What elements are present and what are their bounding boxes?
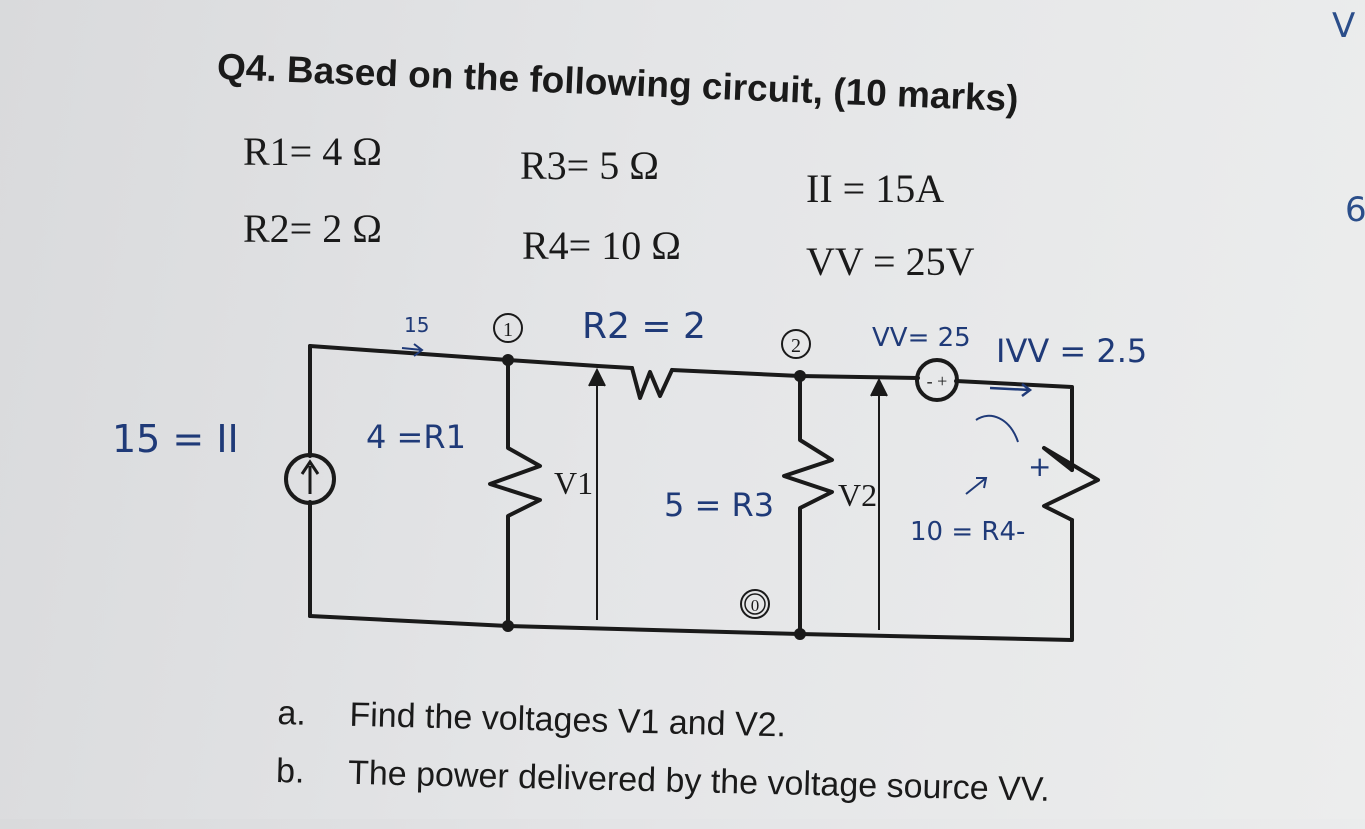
node-2-label: 2 xyxy=(791,335,801,357)
given-r4: R4= 10 Ω xyxy=(522,223,681,268)
voltage-source-sign: - + xyxy=(927,371,948,391)
part-b-letter: b. xyxy=(275,751,305,791)
top-wire-right xyxy=(954,379,1074,472)
handwritten-current-arrow xyxy=(401,343,424,357)
r4-wire xyxy=(1042,446,1100,522)
node-0-inner-circle xyxy=(744,593,766,615)
handwritten-curve-mark xyxy=(975,414,1019,443)
node-dot-bottom-1 xyxy=(502,620,514,632)
node-dot-1 xyxy=(502,354,514,366)
handwritten-ivv-arrow xyxy=(989,383,1033,397)
given-vv: VV = 25V xyxy=(806,239,975,284)
handwritten-r2-note: R2 = 2 xyxy=(582,306,706,347)
v1-label: V1 xyxy=(554,465,593,501)
top-wire-left xyxy=(308,344,634,370)
given-r1: R1= 4 Ω xyxy=(243,129,382,174)
node-1-circle xyxy=(493,313,523,343)
part-a-letter: a. xyxy=(277,694,307,733)
given-r3: R3= 5 Ω xyxy=(520,143,659,188)
v1-arrow xyxy=(588,367,606,620)
margin-note-6: 6 xyxy=(1345,190,1365,230)
handwritten-current-15: 15 xyxy=(404,313,429,337)
r2-resistor xyxy=(630,366,674,400)
voltage-source-symbol xyxy=(915,358,959,402)
handwritten-r4-note: 10 = R4- xyxy=(910,517,1025,547)
handwritten-plus-sign: + xyxy=(1028,450,1051,483)
given-r2: R2= 2 Ω xyxy=(243,206,382,251)
v2-arrow xyxy=(870,377,888,630)
handwritten-source-label: 15 = II xyxy=(112,417,239,461)
r1-wire xyxy=(488,358,542,628)
node-0-circle xyxy=(740,589,770,619)
v2-label: V2 xyxy=(838,477,877,513)
node-1-label: 1 xyxy=(503,319,513,341)
given-ii: II = 15A xyxy=(806,166,945,211)
r3-wire xyxy=(782,374,834,636)
current-source-arrow xyxy=(300,459,320,494)
handwritten-ivv-note: IVV = 2.5 xyxy=(996,332,1147,370)
question-parts: a. Find the voltages V1 and V2. b. The p… xyxy=(275,694,1051,829)
handwritten-r1-note: 4 =R1 xyxy=(366,418,466,456)
node-dot-2 xyxy=(794,370,806,382)
node-dot-bottom-2 xyxy=(794,628,806,640)
handwritten-vv-note: VV= 25 xyxy=(872,323,971,353)
node-2-circle xyxy=(781,329,811,359)
current-source-symbol xyxy=(284,453,336,505)
node-0-label: 0 xyxy=(751,596,760,615)
handwritten-r3-note: 5 = R3 xyxy=(664,486,774,524)
handwritten-small-arrow xyxy=(965,477,988,495)
margin-note-v: V xyxy=(1332,6,1356,46)
